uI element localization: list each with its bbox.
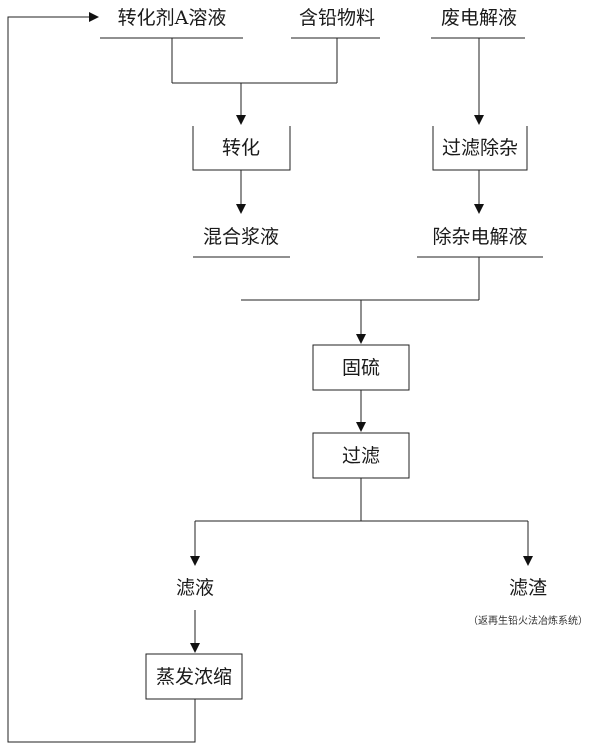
conversion-label: 转化 — [221, 137, 261, 159]
filtrate-label: 滤液 — [175, 577, 215, 599]
recycle-arrow — [7, 12, 196, 743]
filter-impurity-label: 过滤除杂 — [441, 137, 519, 159]
purified-electrolyte-label: 除杂电解液 — [432, 226, 528, 248]
filter-residue-label: 滤渣 — [508, 577, 548, 599]
sulfur-fixing-label: 固硫 — [341, 357, 381, 379]
waste-electrolyte-label: 废电解液 — [440, 7, 518, 29]
lead-material-label: 含铅物料 — [298, 7, 376, 29]
filtration-label: 过滤 — [341, 445, 381, 467]
evaporation-box — [145, 653, 243, 700]
residue-note: （返再生铅火法冶炼系统） — [468, 616, 588, 627]
mixed-slurry-label: 混合浆液 — [202, 226, 280, 248]
evaporation-label: 蒸发浓缩 — [155, 666, 233, 688]
converter-solution-label: 转化剂A溶液 — [117, 7, 227, 29]
filter-impurity-box — [432, 126, 528, 171]
